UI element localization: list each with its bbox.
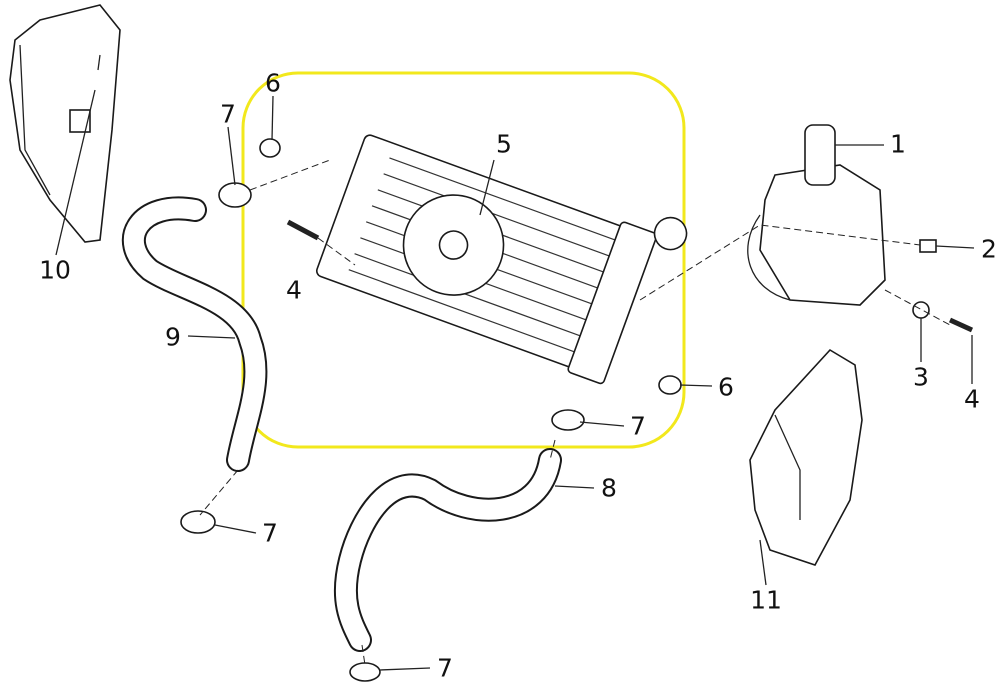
radiator	[315, 134, 688, 385]
cooling-reservoir	[747, 124, 886, 306]
flange-bolt-small	[919, 239, 937, 253]
clamp-lower-left	[180, 510, 216, 534]
bolt-right	[948, 317, 974, 333]
callout-7-top-left: 7	[220, 99, 236, 129]
callout-7-mid: 7	[630, 411, 646, 441]
callout-4-right: 4	[964, 384, 980, 414]
highlight-box	[241, 71, 686, 449]
lower-hose	[333, 448, 562, 652]
grommet-top	[259, 138, 281, 158]
callout-1: 1	[890, 129, 906, 159]
callout-7-bottom: 7	[437, 653, 453, 683]
callout-8: 8	[601, 473, 617, 503]
callout-7-lower-left: 7	[262, 518, 278, 548]
clamp-bottom	[349, 662, 381, 682]
clamp-mid	[551, 409, 585, 431]
clamp-top-left	[218, 182, 252, 208]
upper-hose	[121, 196, 268, 472]
washer	[912, 301, 930, 319]
grommet-bottom	[658, 375, 682, 395]
callout-6-bottom: 6	[718, 372, 734, 402]
bolt-left	[286, 219, 320, 241]
callout-10: 10	[39, 255, 71, 285]
left-side-cover	[9, 4, 121, 243]
callout-4-left: 4	[286, 275, 302, 305]
callout-9: 9	[165, 322, 181, 352]
callout-5: 5	[496, 129, 512, 159]
right-side-cover	[749, 348, 863, 566]
callout-3: 3	[913, 362, 929, 392]
callout-2: 2	[981, 234, 997, 264]
callout-11: 11	[750, 585, 782, 615]
callout-6-top: 6	[265, 68, 281, 98]
